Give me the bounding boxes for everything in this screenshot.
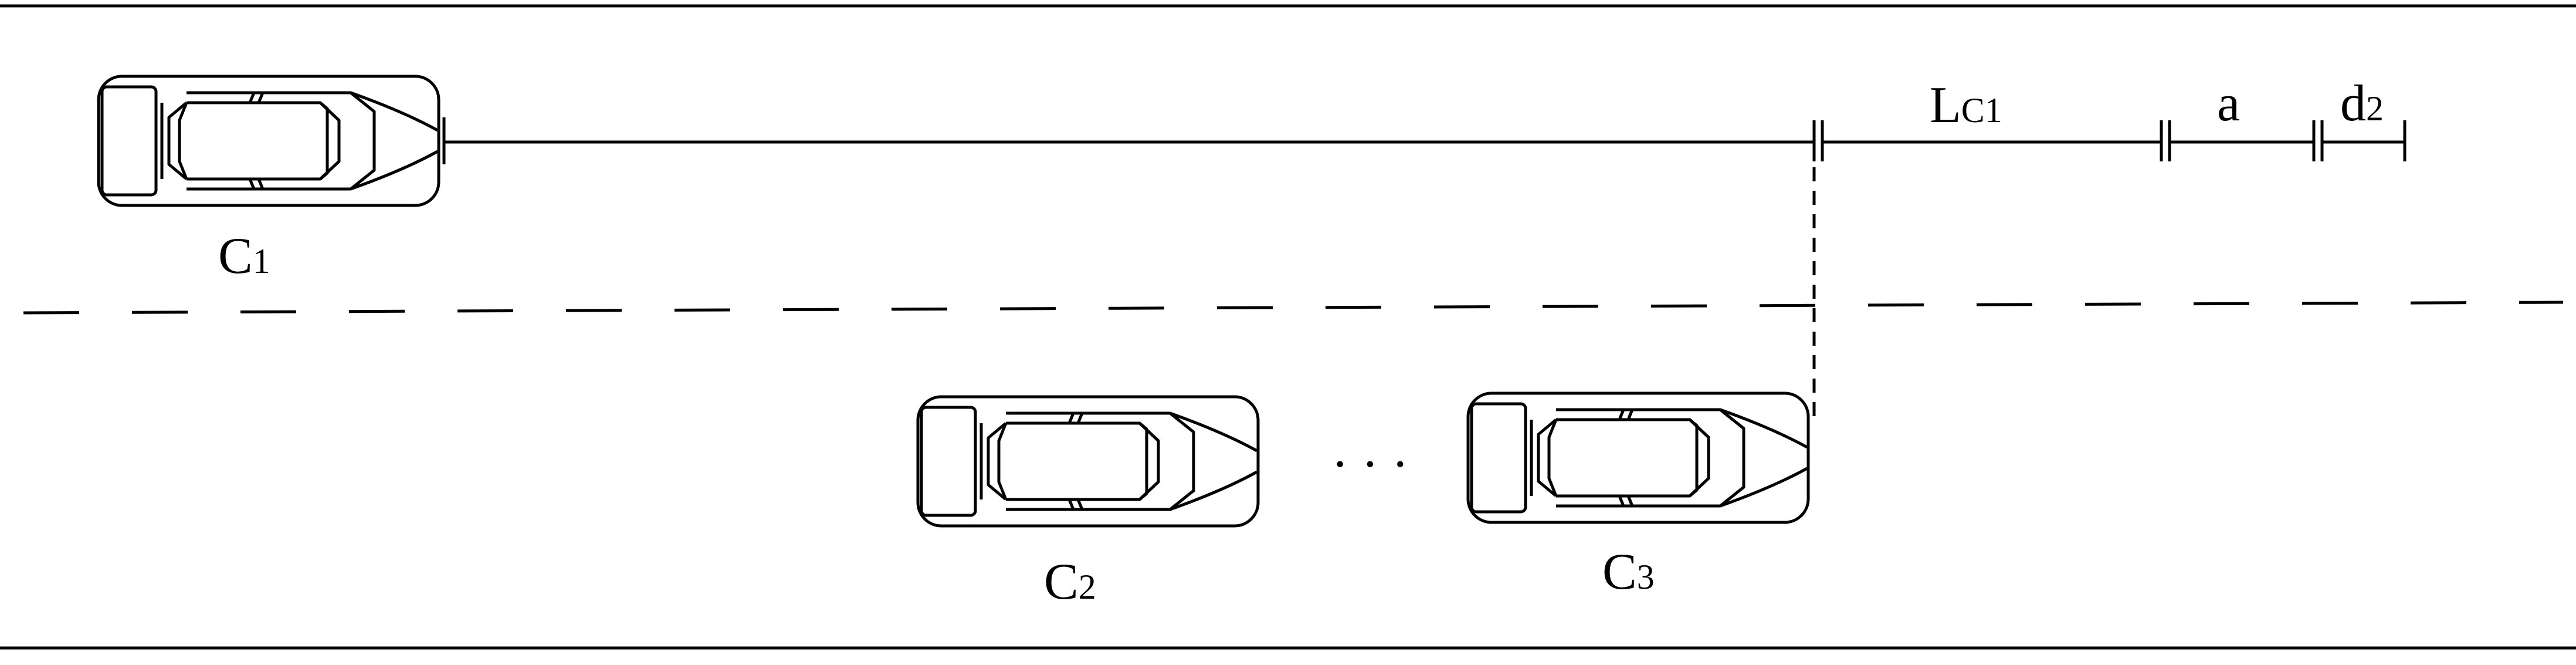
car-c1-label: C1 <box>218 228 270 285</box>
car-c1 <box>99 76 439 205</box>
segment-d2-label: d2 <box>2340 75 2384 132</box>
segment-d2 <box>2322 120 2406 161</box>
segment-a <box>2170 120 2324 161</box>
car-c2 <box>918 397 1258 526</box>
lane-divider <box>23 301 2564 315</box>
car-c3-label: C3 <box>1602 544 1655 600</box>
car-c3 <box>1468 393 1808 522</box>
car-c2-label: C2 <box>1044 553 1096 610</box>
segment-lc1-label: LC1 <box>1930 77 2002 134</box>
ellipsis: · · · <box>1331 436 1409 493</box>
segment-a-label: a <box>2217 75 2240 132</box>
distance-line-c1 <box>442 117 1824 164</box>
